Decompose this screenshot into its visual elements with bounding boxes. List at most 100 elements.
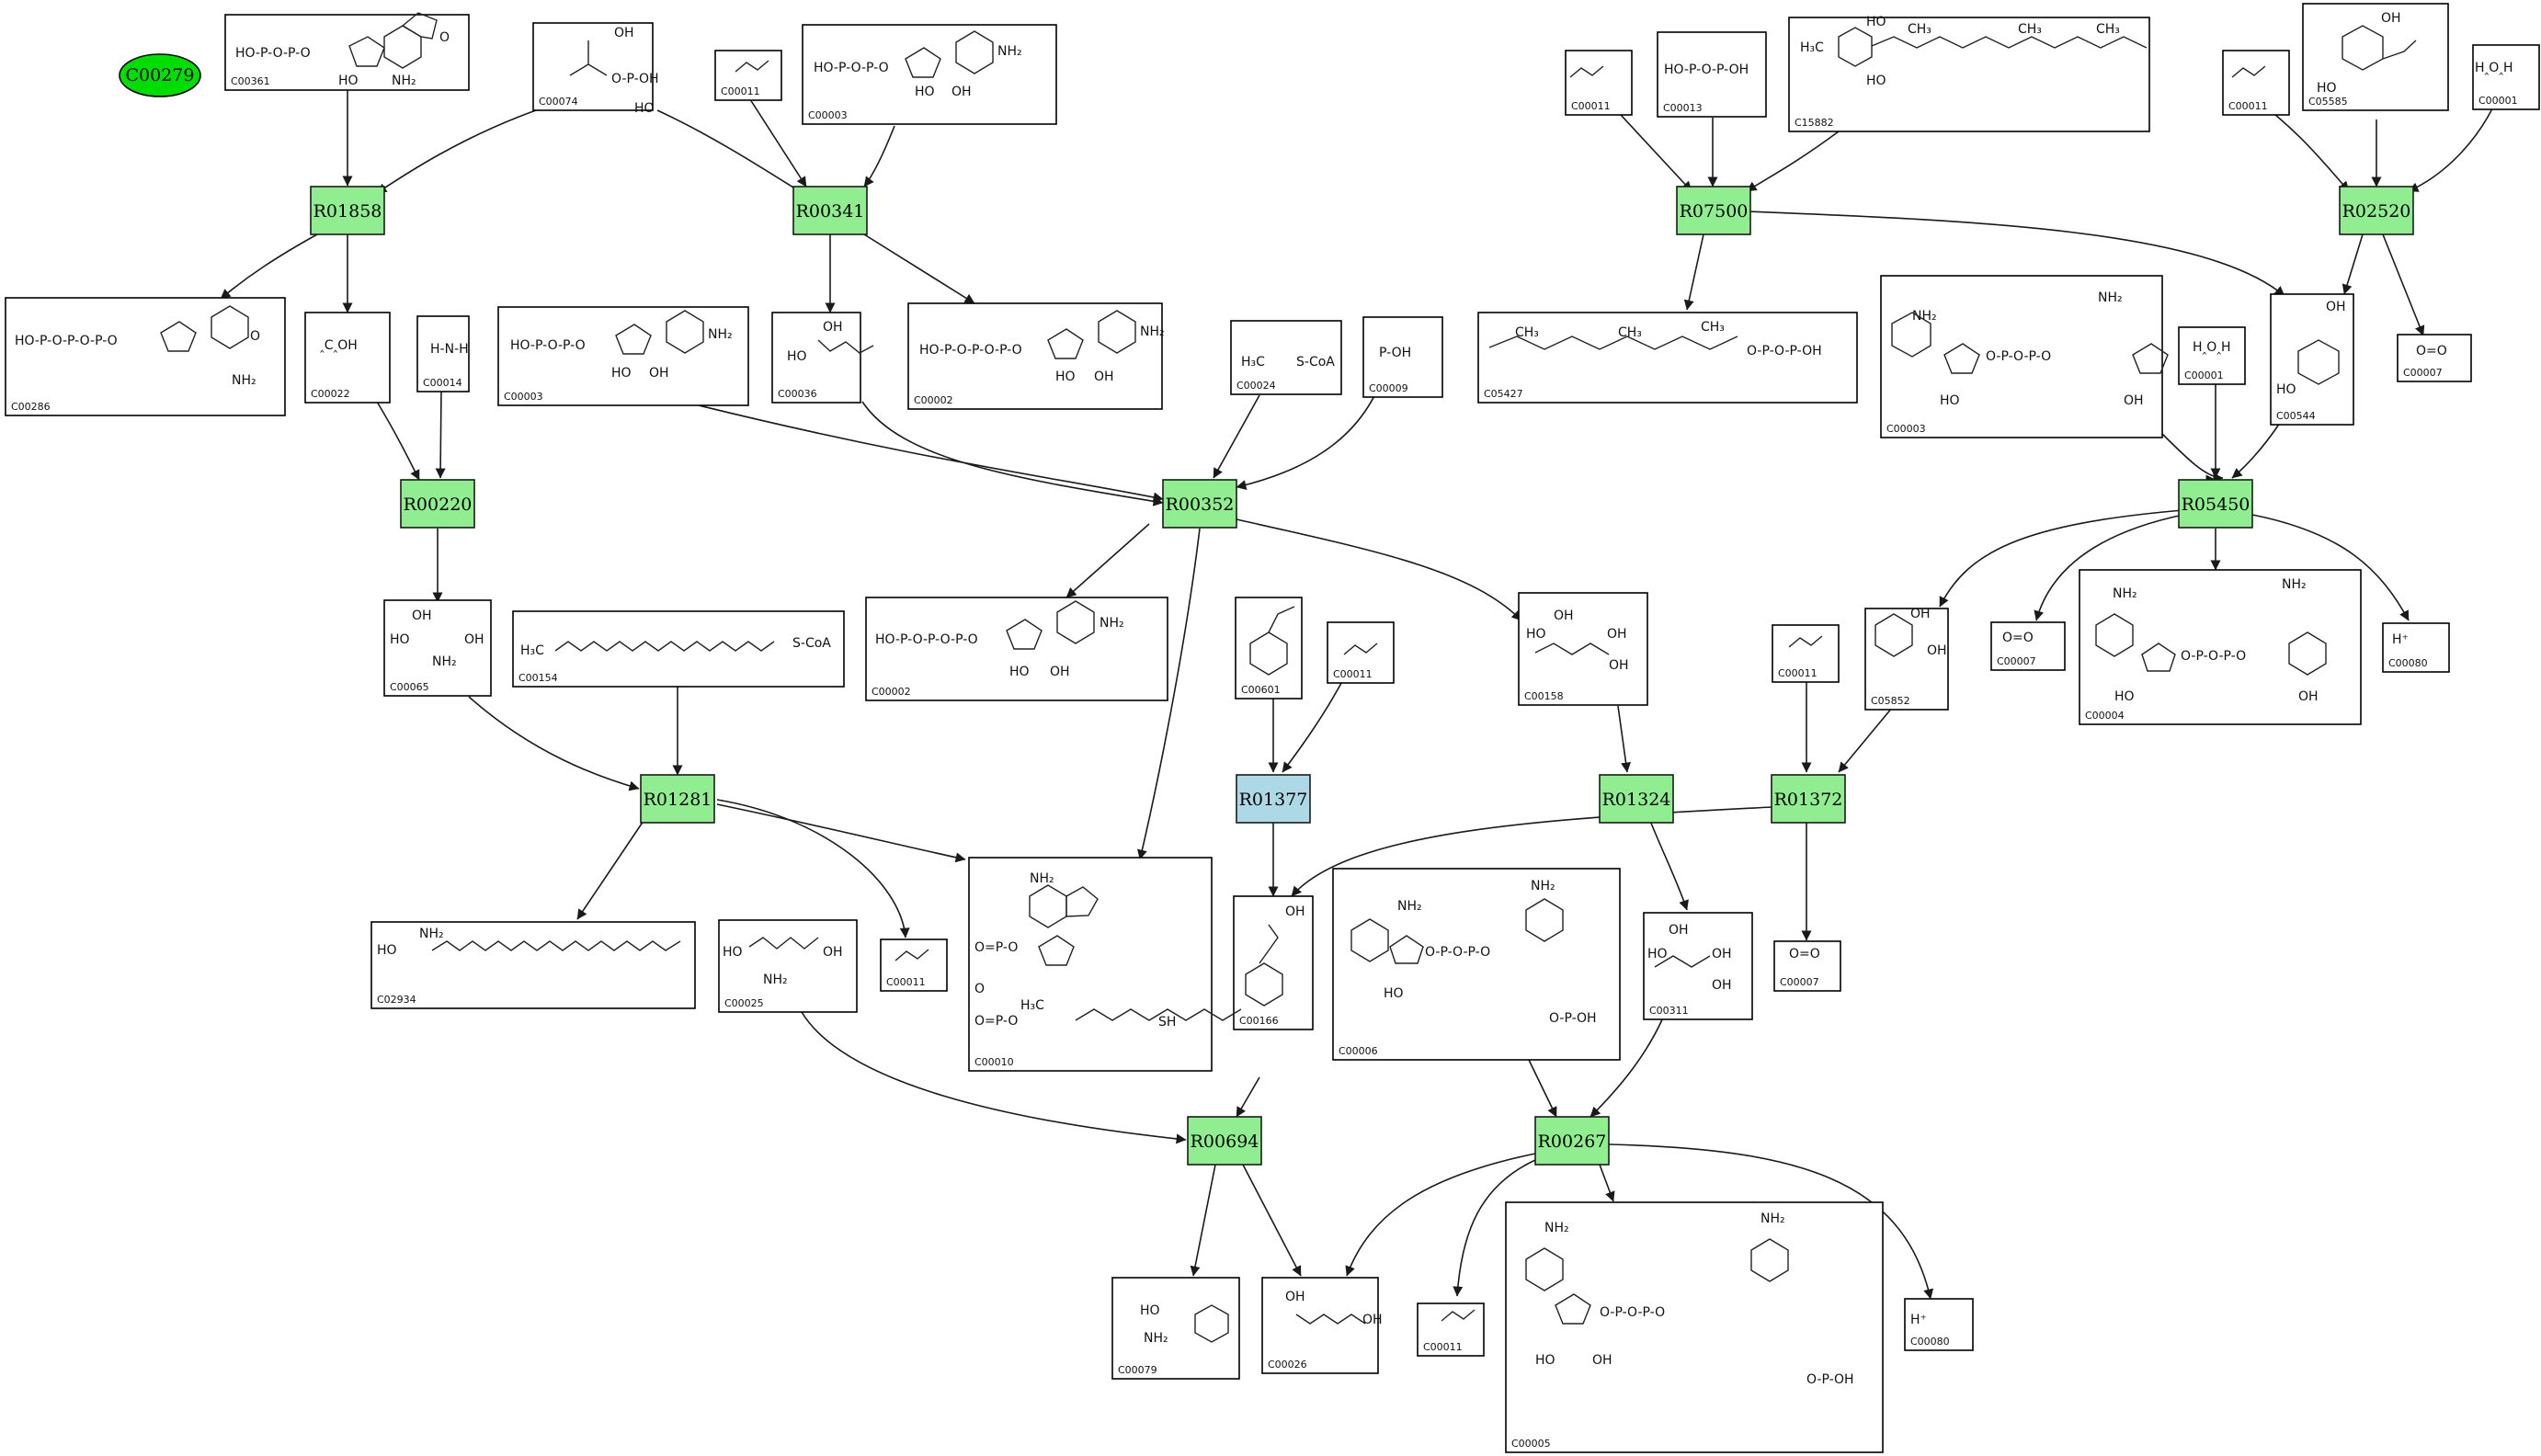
c00311-oh-a: OH [1669,923,1689,938]
c00025-nh2: NH₂ [763,973,788,987]
reaction-node-r00341[interactable]: R00341 [792,186,868,235]
reaction-box [640,774,715,824]
compound-node-c15882[interactable]: C15882 [1788,17,2150,132]
compound-node-c00361[interactable]: C00361 [224,14,470,91]
compound-node-c05427[interactable]: C05427 [1477,312,1858,404]
compound-node-c00013[interactable]: C00013 [1657,31,1767,118]
reaction-node-r00220[interactable]: R00220 [400,479,475,529]
reaction-node-r01858[interactable]: R01858 [310,186,385,235]
compound-node-c00079[interactable]: C00079 [1111,1277,1240,1380]
compound-node-c00004[interactable]: C00004 [2079,569,2362,725]
compound-node-c00065[interactable]: C00065 [383,599,492,697]
compound-box [304,312,391,404]
compound-box [865,597,1168,701]
c00006-po: O-P-OH [1549,1011,1597,1026]
c00286-nh2: NH₂ [232,373,256,388]
compound-node-c00011[interactable]: C00011 [714,50,782,101]
compound-label: C00080 [1910,1336,1950,1348]
compound-node-c00005[interactable]: C00005 [1505,1201,1884,1453]
reaction-box [310,186,385,235]
compound-box [1990,621,2066,671]
reaction-node-r01281[interactable]: R01281 [640,774,715,824]
compound-box [383,599,492,697]
compound-node-c00002[interactable]: C00002 [907,302,1163,410]
compound-label: C00002 [872,686,911,698]
compound-box [802,24,1057,125]
compound-node-c00011[interactable]: C00011 [2222,50,2290,116]
structure-c00004: NH₂ O-P-O-P-O NH₂ HO OH [2095,577,2327,704]
c00544-oh: OH [2326,300,2346,314]
reaction-node-r01372[interactable]: R01372 [1771,774,1846,824]
compound-label: C00007 [1780,976,1819,988]
reaction-node-r07500[interactable]: R07500 [1676,186,1751,235]
compound-node-c00311[interactable]: C00311 [1643,912,1753,1020]
compound-node-c05852[interactable]: C05852 [1864,608,1949,711]
compound-node-c00006[interactable]: C00006 [1332,868,1621,1061]
compound-node-c02934[interactable]: C02934 [370,921,696,1009]
compound-node-c00010[interactable]: C00010 [968,857,1213,1072]
reaction-box [1599,774,1674,824]
compound-node-c00025[interactable]: C00025 [718,919,858,1013]
compound-label: C00002 [914,394,953,406]
c05585-ho: HO [2317,81,2337,96]
compound-node-c00002[interactable]: C00002 [865,597,1168,701]
c00010-ch3: H₃C [1020,998,1044,1013]
compound-label: C00009 [1369,382,1408,394]
compound-node-c00080[interactable]: C00080 [1904,1298,1974,1351]
compound-node-c00001[interactable]: C00001 [2178,326,2246,385]
c00010-p-c: O=P-O [974,1014,1018,1029]
compound-node-c00011[interactable]: C00011 [880,938,948,992]
compound-node-c00001[interactable]: C00001 [2472,44,2540,110]
compound-box [1864,608,1949,711]
reaction-node-r01324[interactable]: R01324 [1599,774,1674,824]
c00361-phosphate-text: HO-P-O-P-O [235,46,311,61]
reaction-box [1676,186,1751,235]
c15882-ho-bottom: HO [1866,74,1886,88]
compound-box [2178,326,2246,385]
target-compound[interactable]: C00279 [119,53,201,97]
compound-node-c00154[interactable]: C00154 [512,610,845,688]
compound-node-c00036[interactable]: C00036 [771,312,861,404]
compound-label: C00011 [1423,1341,1463,1353]
compound-label: C00007 [2403,367,2443,379]
compound-node-c00011[interactable]: C00011 [1772,624,1840,683]
reaction-label: R00220 [404,495,473,515]
compound-node-c00003[interactable]: C00003 [497,306,749,406]
compound-node-c00011[interactable]: C00011 [1565,50,1633,116]
compound-node-c00080[interactable]: C00080 [2382,622,2450,673]
compound-node-c00286[interactable]: C00286 [5,297,286,416]
compound-node-c00601[interactable]: C00601 [1235,597,1303,700]
compound-node-c00022[interactable]: C00022 [304,312,391,404]
compound-node-c00158[interactable]: C00158 [1518,592,1648,706]
compound-node-c00003[interactable]: C00003 [802,24,1057,125]
compound-node-c00166[interactable]: C00166 [1233,895,1314,1030]
compound-label: C00024 [1236,380,1276,392]
compound-label: C00065 [390,681,429,693]
c00361-ho-text: HO [338,74,359,88]
c00005-po: O-P-OH [1806,1372,1854,1387]
compound-node-c00011[interactable]: C00011 [1327,621,1395,684]
c00006-p: O-P-O-P-O [1425,945,1490,960]
compound-node-c00007[interactable]: C00007 [1990,621,2066,671]
compound-node-c00026[interactable]: C00026 [1261,1277,1379,1374]
compound-node-c00007[interactable]: C00007 [2397,334,2472,382]
reaction-node-r05450[interactable]: R05450 [2178,479,2253,529]
c00004-oh: OH [2298,689,2319,704]
reaction-node-r00694[interactable]: R00694 [1187,1116,1262,1166]
compound-node-c05585[interactable]: C05585 [2302,3,2449,111]
compound-node-c00009[interactable]: C00009 [1362,316,1443,398]
reaction-node-r00352[interactable]: R00352 [1162,479,1237,529]
reaction-node-r01377[interactable]: R01377 [1236,774,1311,824]
compound-node-c00544[interactable]: C00544 [2270,293,2354,426]
reaction-node-r00267[interactable]: R00267 [1534,1116,1610,1166]
reaction-node-r02520[interactable]: R02520 [2339,186,2414,235]
compound-node-c00024[interactable]: C00024 [1230,320,1342,395]
c00002-top-nh2: NH₂ [1140,324,1165,339]
compound-node-c00007[interactable]: C00007 [1773,940,1841,992]
compound-node-c00014[interactable]: C00014 [416,315,470,392]
compound-node-c00003[interactable]: C00003 [1880,275,2163,438]
c00010-sh: SH [1158,1015,1176,1029]
reaction-label: R01281 [644,790,712,810]
c00006-nh2-a: NH₂ [1397,899,1422,914]
